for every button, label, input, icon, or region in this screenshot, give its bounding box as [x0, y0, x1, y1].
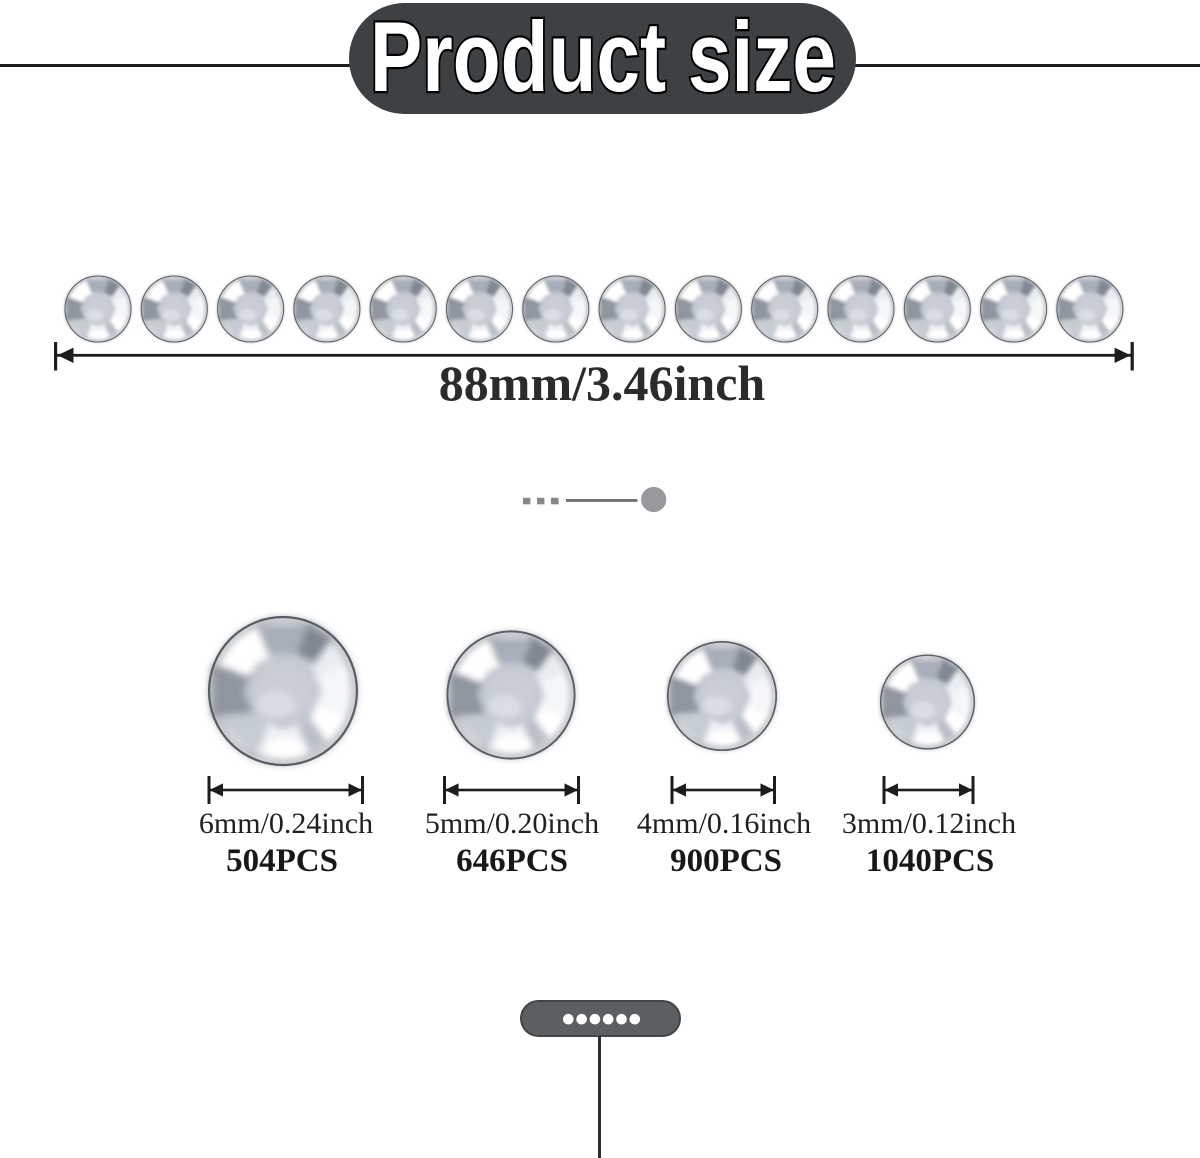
svg-text:Product size: Product size: [370, 3, 836, 112]
